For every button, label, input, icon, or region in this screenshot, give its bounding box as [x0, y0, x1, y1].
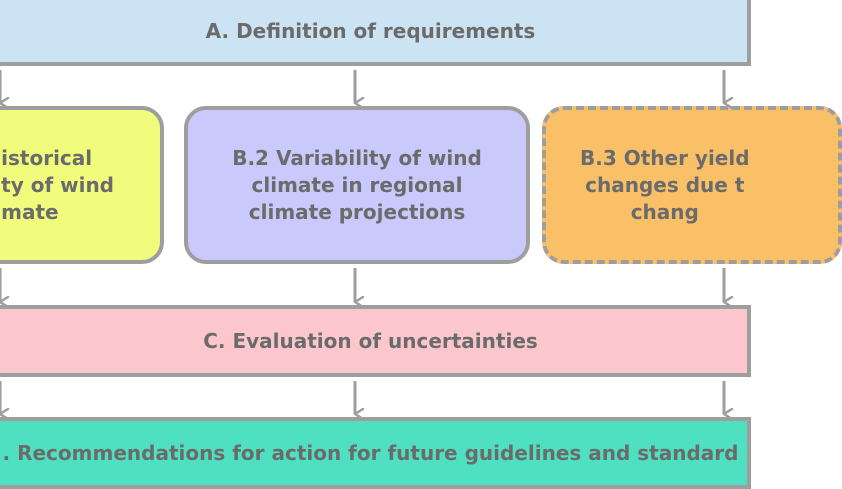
box-b2-variability-in-projections: B.2 Variability of wind climate in regio… [184, 106, 530, 264]
box-a-label: A. Definition of requirements [205, 18, 536, 43]
box-b3-label: B.3 Other yield changes due t chang [580, 145, 750, 224]
box-b1-label: istorical ty of wind mate [1, 145, 114, 224]
box-d-label: . Recommendations for action for future … [2, 440, 739, 465]
box-c-label: C. Evaluation of uncertainties [203, 328, 538, 353]
box-b3-other-yield-changes: B.3 Other yield changes due t chang [542, 106, 842, 264]
box-d-recommendations: . Recommendations for action for future … [0, 417, 751, 489]
box-c-evaluation-of-uncertainties: C. Evaluation of uncertainties [0, 305, 751, 377]
box-a-definition-of-requirements: A. Definition of requirements [0, 0, 751, 66]
box-b2-label: B.2 Variability of wind climate in regio… [232, 145, 482, 224]
box-b1-historical-variability: istorical ty of wind mate [0, 106, 164, 264]
